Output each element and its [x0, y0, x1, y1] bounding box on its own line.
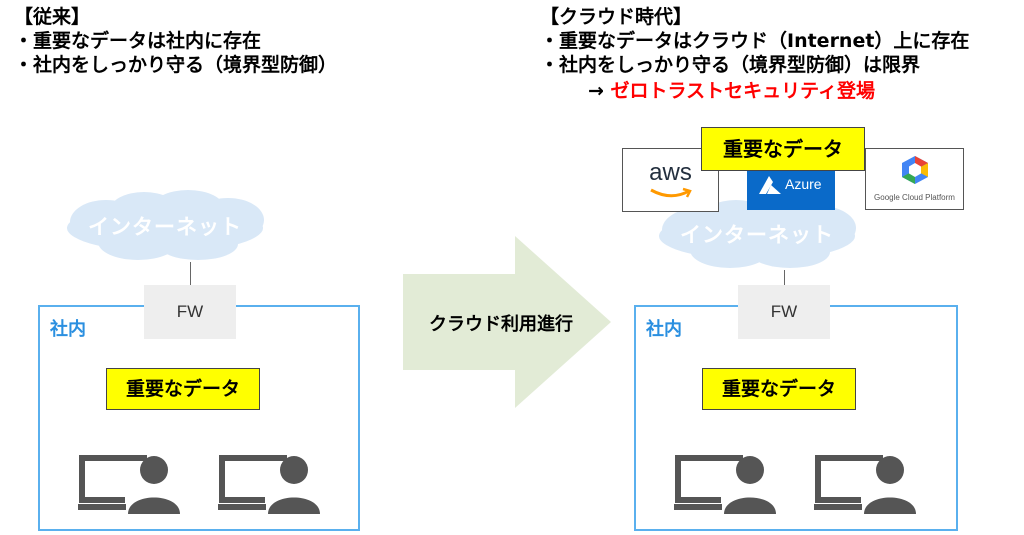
left-pc-user-2	[218, 452, 334, 520]
azure-icon	[759, 176, 781, 194]
cloud-shape-icon	[67, 190, 264, 260]
computer-user-icon	[674, 455, 776, 514]
computer-user-icon	[814, 455, 916, 514]
left-heading: 【従来】	[14, 6, 91, 28]
azure-label: Azure	[785, 176, 822, 192]
computer-user-icon	[218, 455, 320, 514]
conclusion-arrow: →	[588, 80, 604, 102]
left-bullet-1: ・重要なデータは社内に存在	[14, 30, 262, 52]
left-internet-cloud: インターネット	[58, 188, 272, 264]
aws-logo-text: aws	[649, 159, 692, 186]
gcp-hexagon-icon	[902, 156, 928, 184]
left-pc-user-1	[78, 452, 194, 520]
left-bullet-2: ・社内をしっかり守る（境界型防御）	[14, 54, 338, 76]
conclusion-text: ゼロトラストセキュリティ登場	[610, 80, 876, 102]
left-important-data: 重要なデータ	[106, 368, 260, 410]
gcp-label: Google Cloud Platform	[874, 193, 955, 202]
right-important-data: 重要なデータ	[702, 368, 856, 410]
right-arrow-icon	[403, 236, 611, 408]
transition-arrow: クラウド利用進行	[403, 236, 611, 408]
computer-user-icon	[78, 455, 180, 514]
cloud-important-data: 重要なデータ	[701, 127, 865, 171]
right-firewall: FW	[738, 285, 830, 339]
transition-label: クラウド利用進行	[429, 314, 573, 335]
right-network-label: 社内	[646, 319, 682, 340]
right-bullet-1: ・重要なデータはクラウド（Internet）上に存在	[540, 30, 970, 52]
azure-logo: Azure	[747, 162, 835, 210]
right-bullet-2: ・社内をしっかり守る（境界型防御）は限界	[540, 54, 921, 76]
left-connector-line	[190, 262, 191, 286]
right-connector-line	[784, 270, 785, 286]
gcp-logo: Google Cloud Platform	[865, 148, 964, 210]
conclusion-line: → ゼロトラストセキュリティ登場	[588, 80, 875, 102]
right-heading: 【クラウド時代】	[540, 6, 693, 28]
right-internet-label: インターネット	[680, 223, 834, 247]
left-firewall: FW	[144, 285, 236, 339]
left-network-label: 社内	[50, 319, 86, 340]
aws-smile-icon	[650, 187, 692, 198]
right-pc-user-1	[674, 452, 790, 520]
right-pc-user-2	[814, 452, 930, 520]
left-internet-label: インターネット	[88, 215, 242, 239]
